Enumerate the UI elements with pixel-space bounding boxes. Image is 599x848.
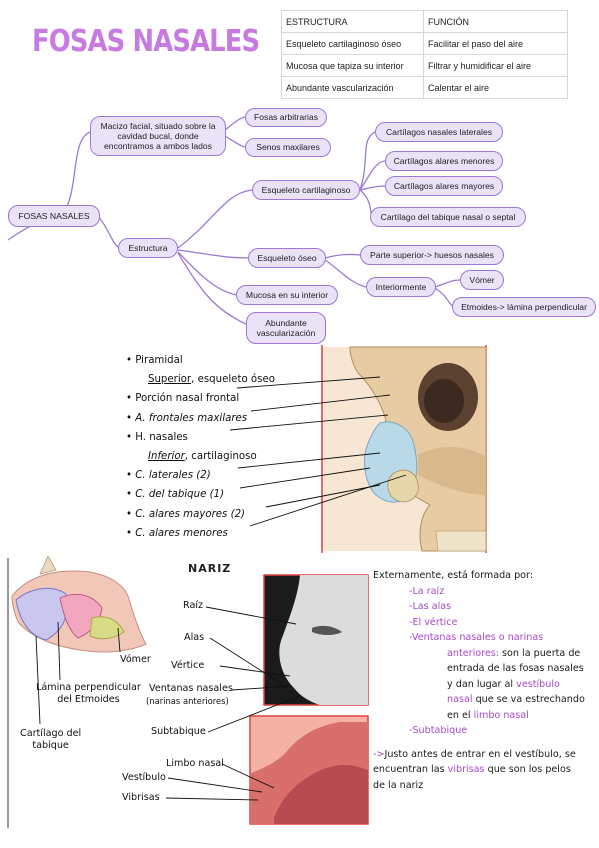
table-cell: Esqueleto cartilaginoso óseo [281,32,424,55]
label-ventanas-nasales: Ventanas nasales [149,683,233,694]
label-vertice: Vértice [171,660,205,671]
mindmap-esqueleto-oseo-node: Esqueleto óseo [248,248,326,268]
mindmap-etmoides-node: Etmoides-> lámina perpendicular [452,297,596,317]
label-alas: Alas [184,632,205,643]
table-header: FUNCIÓN [423,10,568,33]
mindmap-cartilagos-laterales-node: Cartílagos nasales laterales [375,122,503,142]
desc-item: -El vértice [409,616,458,628]
nose-illustrations [7,556,369,828]
mindmap-mucosa-node: Mucosa en su interior [236,285,338,305]
nariz-section: NARIZ Vómer Lámina perpendicular del Etm… [0,556,599,848]
mindmap-estructura-node: Estructura [118,238,178,258]
list-item: • H. nasales [126,431,188,443]
desc-line: nasal que se va estrechando [447,694,585,705]
mindmap-esqueleto-cartilaginoso-node: Esqueleto cartilaginoso [252,180,360,200]
label-vibrisas: Vibrisas [122,792,160,803]
mindmap-root-node: FOSAS NASALES [8,205,100,227]
skull-illustration [229,345,487,553]
label-lamina-perpendicular: Lámina perpendicular del Etmoides [36,682,141,705]
list-item: Inferior, cartilaginoso [148,450,257,462]
desc-note: encuentran las vibrisas que son los pelo… [373,764,571,775]
nariz-title: NARIZ [188,562,232,575]
table-cell: Mucosa que tapiza su interior [281,54,424,77]
table-header: ESTRUCTURA [281,10,424,33]
desc-intro: Externamente, está formada por: [373,570,534,581]
mindmap-cartilago-tabique-node: Cartílago del tabique nasal o septal [370,207,526,227]
table-row: Abundante vascularización Calentar el ai… [281,76,568,99]
list-item: Superior, esqueleto óseo [148,374,275,386]
label-vomer: Vómer [120,654,151,665]
table-header-row: ESTRUCTURA FUNCIÓN [281,10,568,33]
mind-map: FOSAS NASALES Macizo facial, situado sob… [0,100,599,345]
nasal-skeleton-section: • Piramidal Superior, esqueleto óseo • P… [118,345,598,555]
list-item: • Piramidal [126,355,183,366]
desc-item: -Las alas [409,601,452,612]
table-cell: Abundante vascularización [281,76,424,99]
desc-item: -Subtabique [409,725,468,736]
desc-item: -La raíz [409,585,445,597]
desc-line: entrada de las fosas nasales [447,663,584,674]
list-item: • C. alares mayores (2) [126,508,246,520]
nasal-skeleton-list: • Piramidal Superior, esqueleto óseo • P… [126,351,275,543]
table-cell: Filtrar y humidificar el aire [423,54,568,77]
mindmap-interiormente-node: Interiormente [366,277,436,297]
mindmap-cartilagos-alares-menores-node: Cartílagos alares menores [385,151,503,171]
list-item: • C. laterales (2) [126,470,211,482]
table-cell: Facilitar el paso del aire [423,32,568,55]
list-item: • A. frontales maxilares [126,412,248,424]
list-item: • Porción nasal frontal [126,393,240,405]
mindmap-fosas-arbitrarias-node: Fosas arbitrarias [245,108,327,127]
label-limbo-nasal: Limbo nasal [166,758,224,769]
desc-note: ->Justo antes de entrar en el vestíbulo,… [373,748,576,760]
desc-line: anteriores: son la puerta de [447,647,581,659]
desc-line: en el limbo nasal [447,709,529,721]
label-cartilago-tabique: Cartílago del tabique [20,728,82,751]
table-row: Mucosa que tapiza su interior Filtrar y … [281,54,568,77]
list-item: • C. del tabique (1) [126,489,225,501]
page-title: FOSAS NASALES [32,24,260,59]
desc-note: de la nariz [373,779,424,791]
mindmap-parte-superior-node: Parte superior-> huesos nasales [360,245,504,265]
label-narinas-anteriores: (narinas anteriores) [146,696,229,706]
list-item: • C. alares menores [126,527,228,539]
mindmap-vomer-node: Vómer [460,270,504,290]
desc-item: -Ventanas nasales o narinas [409,632,544,643]
label-raiz: Raíz [183,600,204,611]
mindmap-vascularizacion-node: Abundante vascularización [246,312,326,344]
structure-function-table: ESTRUCTURA FUNCIÓN Esqueleto cartilagino… [281,10,568,99]
nariz-description: Externamente, está formada por: -La raíz… [373,568,595,793]
label-vestibulo: Vestíbulo [122,772,166,783]
label-subtabique: Subtabique [151,726,206,737]
mindmap-cartilagos-alares-mayores-node: Cartílagos alares mayores [385,176,503,196]
mindmap-macizo-node: Macizo facial, situado sobre la cavidad … [90,116,226,156]
desc-line: y dan lugar al vestíbulo [447,678,560,690]
table-row: Esqueleto cartilaginoso óseo Facilitar e… [281,32,568,55]
mindmap-senos-maxilares-node: Senos maxilares [245,138,331,157]
table-cell: Calentar el aire [423,76,568,99]
